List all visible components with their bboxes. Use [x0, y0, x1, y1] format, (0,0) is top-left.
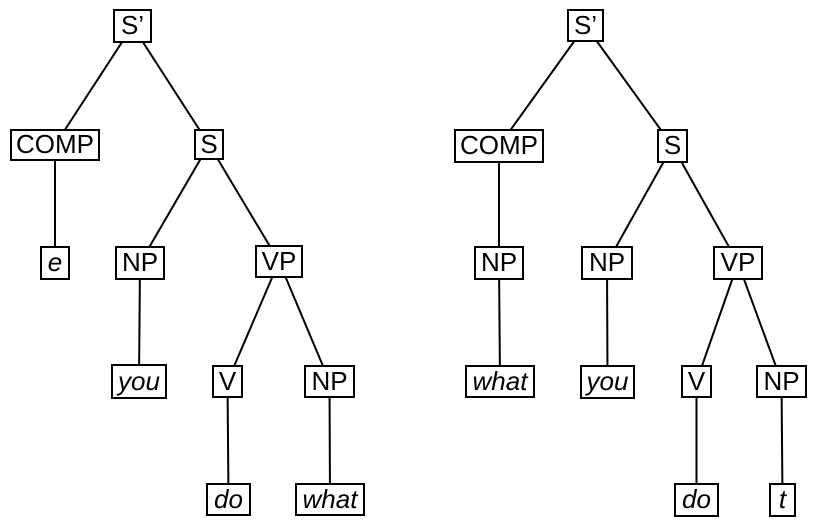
right-tree-edge-np2-you — [606, 262, 609, 383]
left-tree-node-s: S — [194, 129, 224, 160]
left-tree-node-you: you — [111, 364, 167, 399]
left-tree-node-np2: NP — [304, 365, 355, 398]
right-tree-node-np2: NP — [581, 246, 633, 280]
left-tree-node-np1: NP — [115, 246, 165, 280]
right-tree-edge-np3-t — [780, 381, 784, 501]
left-tree-edge-sbar-comp — [54, 25, 134, 146]
right-tree-node-sbar: S’ — [567, 9, 604, 42]
right-tree-node-what: what — [465, 365, 535, 398]
left-tree-edge-sbar-s — [131, 25, 210, 146]
right-tree-node-comp: COMP — [454, 129, 544, 163]
left-tree-edge-s-vp — [208, 143, 280, 263]
right-tree-edge-sbar-comp — [498, 24, 587, 147]
left-tree-node-vp: VP — [255, 245, 303, 278]
right-tree-node-np3: NP — [756, 365, 807, 398]
left-tree-node-v: V — [212, 365, 243, 398]
left-tree-node-sbar: S’ — [113, 9, 152, 43]
right-tree-node-s: S — [657, 129, 688, 163]
right-tree-node-do: do — [674, 483, 719, 517]
right-tree-node-you: you — [580, 365, 635, 399]
right-tree-node-t: t — [769, 483, 796, 517]
left-tree-edge-vp-v — [226, 261, 280, 382]
left-tree-edge-s-np1 — [139, 143, 210, 264]
right-tree-node-v: V — [681, 365, 712, 398]
right-tree-node-np1: NP — [474, 246, 524, 280]
left-tree-edge-np2-what — [328, 381, 331, 500]
left-tree-node-what: what — [295, 483, 365, 516]
right-tree-node-vp: VP — [713, 246, 763, 280]
right-tree-edge-vp-v — [695, 262, 739, 382]
right-tree-edge-s-np2 — [606, 145, 674, 264]
left-tree-edge-np1-you — [138, 262, 141, 382]
left-tree-node-comp: COMP — [10, 129, 100, 161]
right-tree-edge-vp-np3 — [737, 262, 783, 382]
left-tree-node-e: e — [40, 246, 70, 280]
right-tree-edge-sbar-s — [584, 24, 674, 147]
left-tree-edge-v-do — [226, 381, 230, 500]
left-tree-edge-vp-np2 — [278, 261, 331, 382]
left-tree-node-do: do — [206, 483, 251, 516]
right-tree-edge-np1-what — [498, 262, 501, 382]
right-tree-edge-s-vp — [671, 145, 739, 264]
